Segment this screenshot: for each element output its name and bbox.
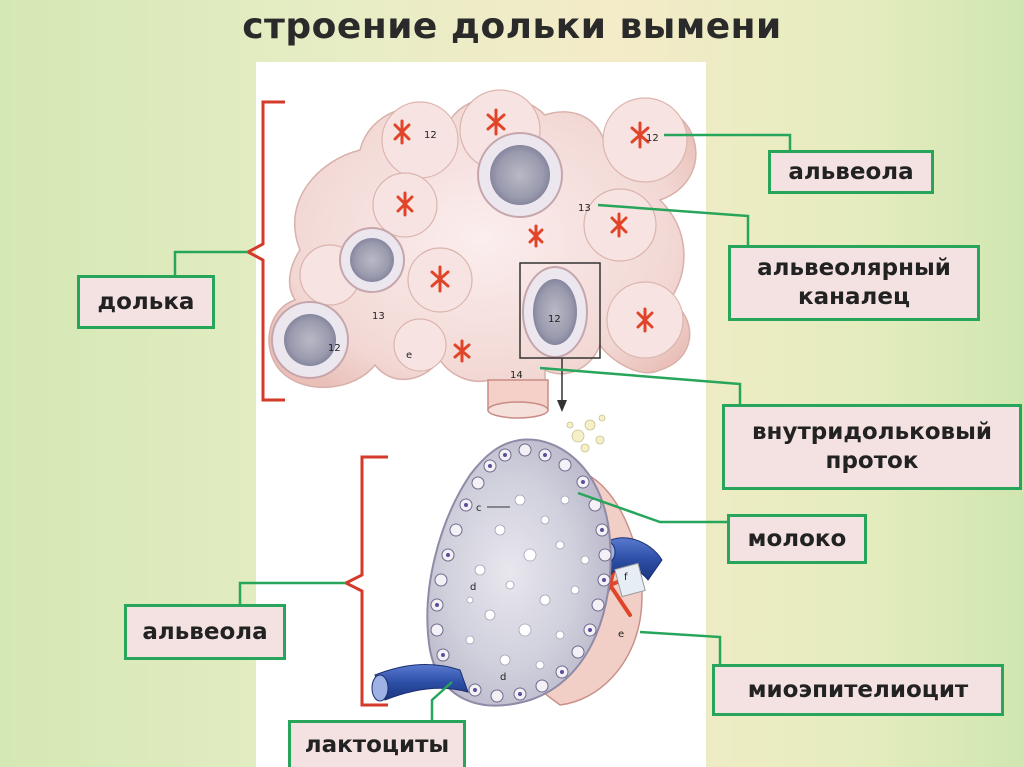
label-alveola-top-text: альвеола: [788, 158, 914, 185]
marker-e-upper: e: [406, 350, 412, 361]
label-myoepitheliocyte-text: миоэпителиоцит: [747, 676, 969, 703]
label-alveolar-canal-line2: каналец: [797, 284, 911, 310]
marker-d-b: d: [500, 672, 506, 683]
label-milk: молоко: [727, 514, 867, 564]
marker-12-b: 12: [646, 133, 659, 144]
label-intralobular-duct-line2: проток: [825, 448, 919, 474]
label-alveolar-canal: альвеолярный каналец: [728, 245, 980, 321]
label-intralobular-duct: внутридольковый проток: [722, 404, 1022, 490]
label-lobule-text: долька: [97, 288, 195, 315]
label-alveola-bottom: альвеола: [124, 604, 286, 660]
lobule-drawing: 12 12 12 12 13 13 14 e: [268, 89, 697, 419]
leader-lines: [173, 133, 792, 720]
marker-d-a: d: [470, 582, 476, 593]
label-milk-text: молоко: [747, 525, 847, 552]
marker-12-d: 12: [548, 314, 561, 325]
marker-f: f: [624, 572, 628, 583]
marker-12-c: 12: [328, 343, 341, 354]
marker-13-a: 13: [578, 203, 591, 214]
label-intralobular-duct-line1: внутридольковый: [752, 419, 992, 446]
marker-14: 14: [510, 370, 523, 381]
alveolus-drawing: c d d f e: [371, 414, 663, 707]
label-alveola-bottom-text: альвеола: [142, 618, 268, 645]
marker-12-a: 12: [424, 130, 437, 141]
alveola-bracket: [342, 455, 388, 707]
label-alveola-top: альвеола: [768, 150, 934, 194]
label-lactocytes: лактоциты: [288, 720, 466, 767]
marker-c: c: [476, 503, 482, 514]
label-lactocytes-text: лактоциты: [304, 731, 450, 758]
label-myoepitheliocyte: миоэпителиоцит: [712, 664, 1004, 716]
label-alveolar-canal-line1: альвеолярный: [757, 255, 951, 282]
page-title: строение дольки вымени: [242, 6, 782, 47]
label-lobule: долька: [77, 275, 215, 329]
marker-e-lower: e: [618, 629, 624, 640]
marker-13-b: 13: [372, 311, 385, 322]
